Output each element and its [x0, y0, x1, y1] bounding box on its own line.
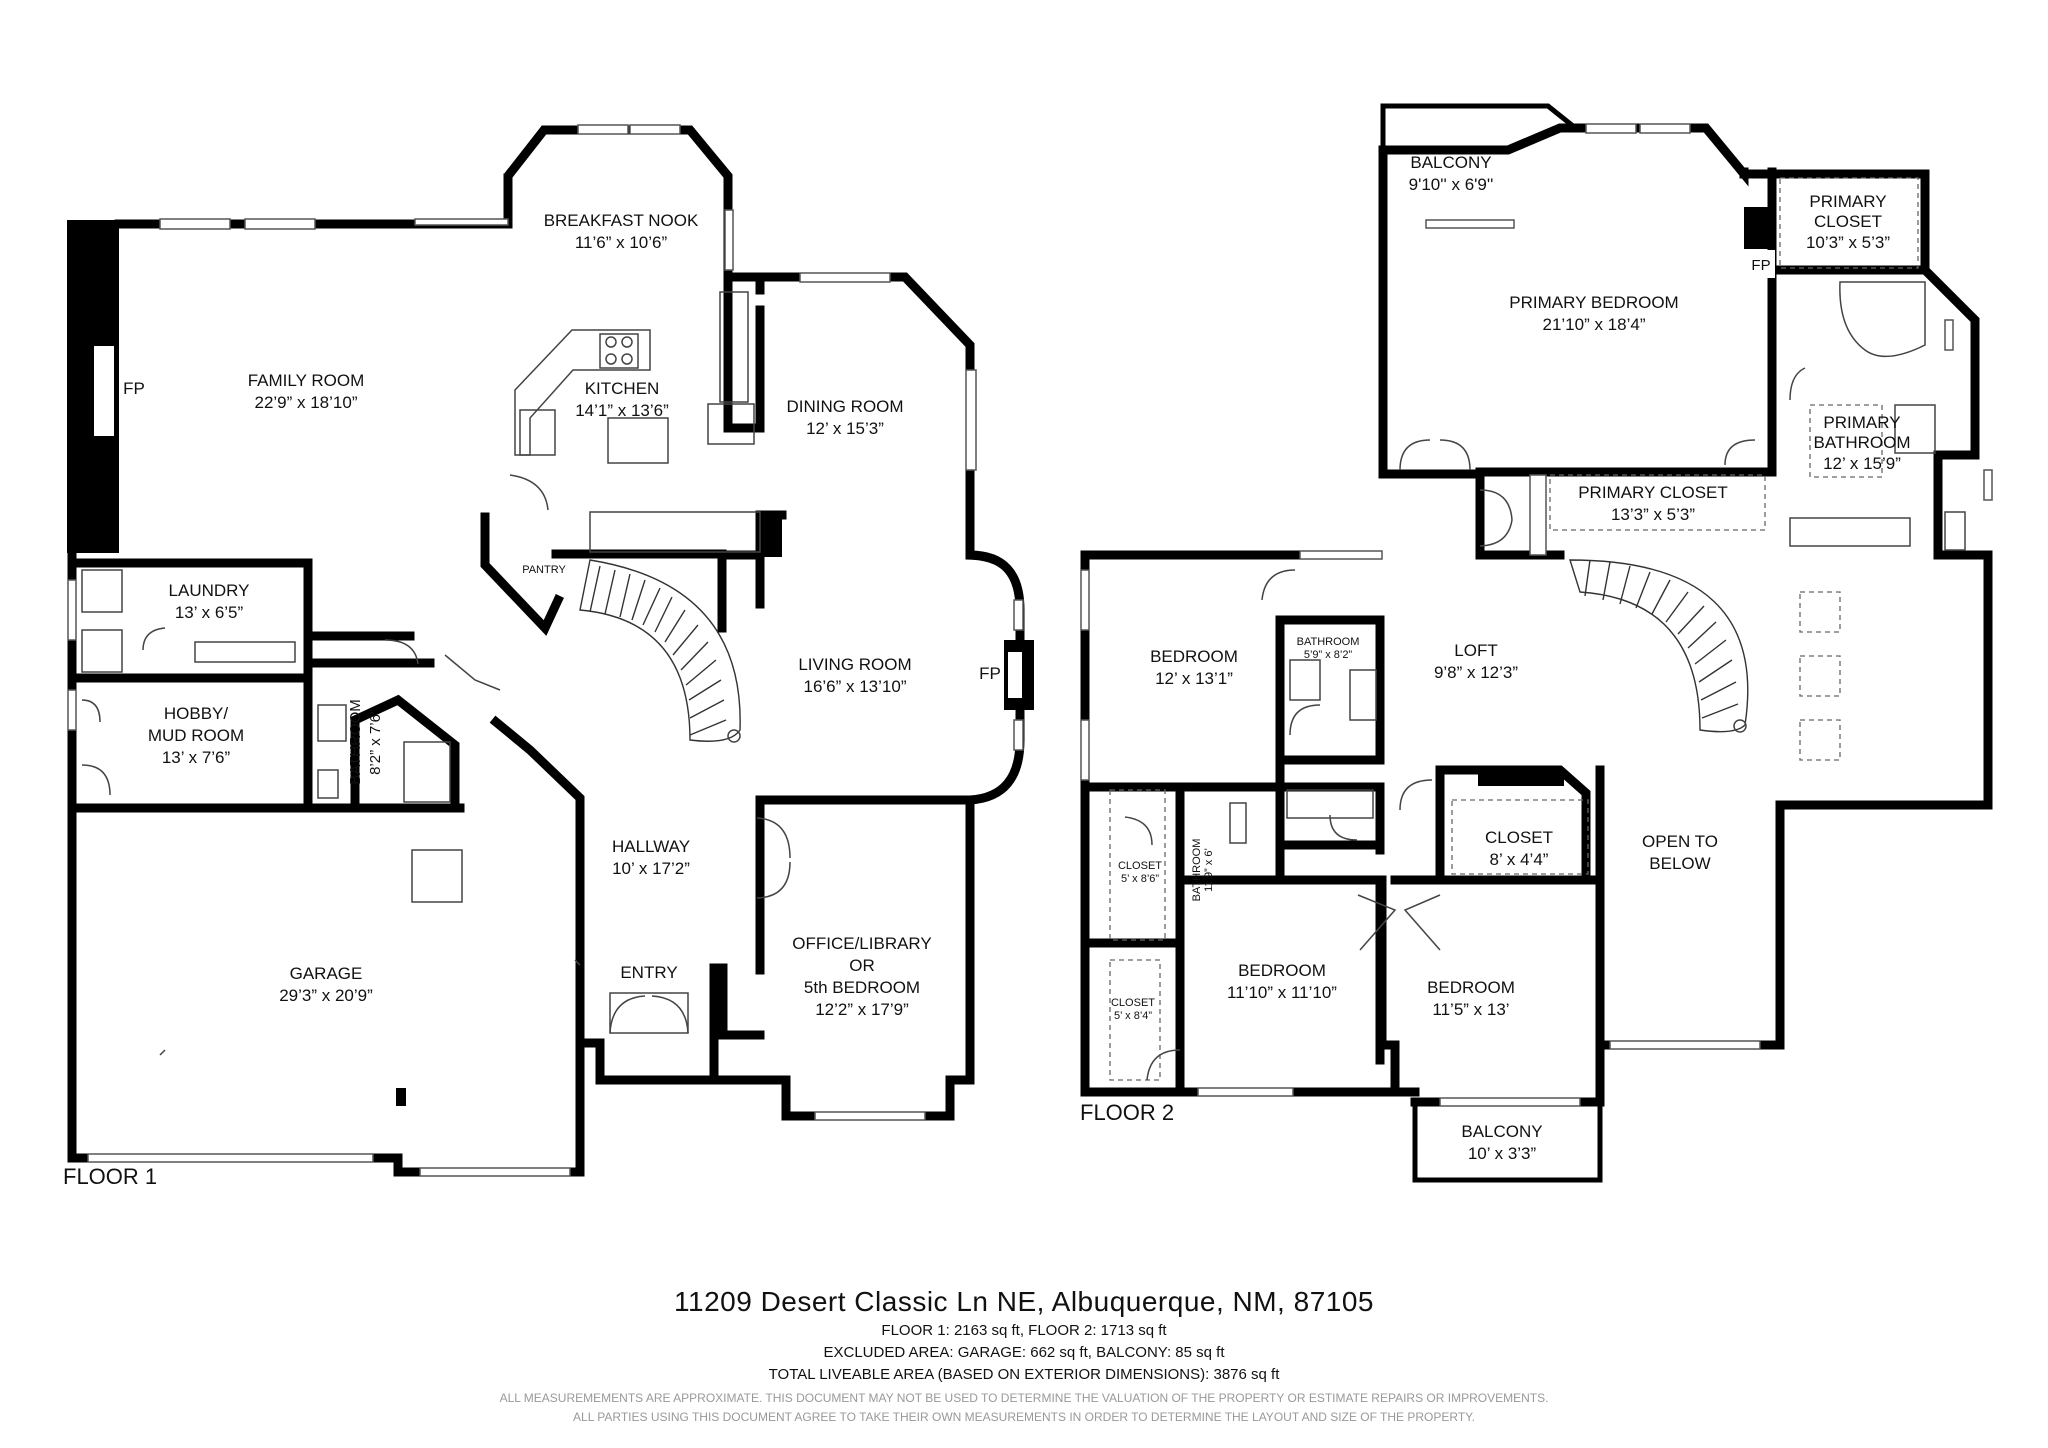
- room-dims: 22’9” x 18’10”: [254, 393, 357, 412]
- room-dims: 5’ x 8’6”: [1121, 873, 1159, 885]
- room-name: HALLWAY: [612, 837, 690, 856]
- room-name: BATHROOM: [347, 699, 364, 785]
- room-dims: 11’9” x 6’: [1203, 848, 1215, 892]
- room-dims: 12’ x 13’1”: [1155, 669, 1233, 688]
- floor-1-plan: [67, 124, 1034, 1177]
- room-name: DINING ROOM: [786, 397, 903, 416]
- room-name: BALCONY: [1410, 153, 1491, 172]
- total-area: TOTAL LIVEABLE AREA (BASED ON EXTERIOR D…: [768, 1366, 1280, 1383]
- excluded-area: EXCLUDED AREA: GARAGE: 662 sq ft, BALCON…: [823, 1344, 1225, 1361]
- room-name: PRIMARY BEDROOM: [1509, 293, 1678, 312]
- room-dims: 11’10” x 11’10”: [1227, 983, 1337, 1002]
- room-dims: 14’1” x 13’6”: [575, 401, 669, 420]
- floor-2-label: FLOOR 2: [1080, 1100, 1174, 1125]
- room-name: GARAGE: [290, 964, 363, 983]
- room-dims: 10’3” x 5’3”: [1806, 233, 1890, 252]
- room-name: ENTRY: [620, 963, 677, 982]
- room-name: BATHROOM: [1814, 433, 1911, 452]
- room-dims: 5’9” x 8’2”: [1304, 649, 1353, 661]
- room-dims: 16’6” x 13’10”: [803, 677, 906, 696]
- room-dims: 13’ x 6’5”: [175, 603, 244, 622]
- room-name: HOBBY/: [164, 704, 229, 723]
- disclaimer-1: ALL MEASUREMEMENTS ARE APPROXIMATE. THIS…: [499, 1391, 1549, 1405]
- room-name: LOFT: [1454, 641, 1497, 660]
- room-dims: 10’ x 17’2”: [612, 859, 690, 878]
- room-name: 5th BEDROOM: [804, 978, 920, 997]
- address: 11209 Desert Classic Ln NE, Albuquerque,…: [674, 1286, 1374, 1317]
- room-dims: 12’2” x 17’9”: [815, 1000, 909, 1019]
- room-name: PANTRY: [522, 564, 566, 576]
- room-name: BALCONY: [1461, 1122, 1542, 1141]
- room-name: BEDROOM: [1150, 647, 1238, 666]
- room-name: LAUNDRY: [169, 581, 250, 600]
- room-dims: 12’ x 15’9”: [1823, 454, 1901, 473]
- room-name: KITCHEN: [585, 379, 660, 398]
- room-dims: 8’2” x 7’6”: [367, 709, 384, 775]
- room-name: OPEN TO: [1642, 832, 1718, 851]
- room-dims: 21’10” x 18’4”: [1542, 315, 1645, 334]
- room-name: CLOSET: [1111, 997, 1155, 1009]
- room-name: BEDROOM: [1427, 978, 1515, 997]
- room-name: PRIMARY: [1823, 413, 1900, 432]
- room-dims: 9'10'' x 6'9'': [1409, 175, 1494, 194]
- fireplace-label: FP: [979, 664, 1001, 683]
- room-name: LIVING ROOM: [798, 655, 911, 674]
- room-dims: 13’ x 7’6”: [162, 748, 231, 767]
- room-dims: 5’ x 8’4”: [1114, 1010, 1152, 1022]
- room-name: MUD ROOM: [148, 726, 244, 745]
- room-dims: 11’6” x 10’6”: [575, 233, 668, 252]
- room-name: CLOSET: [1118, 860, 1162, 872]
- room-name: FAMILY ROOM: [248, 371, 365, 390]
- room-dims: 13’3” x 5’3”: [1611, 505, 1695, 524]
- room-name: OR: [849, 956, 875, 975]
- room-name: PRIMARY CLOSET: [1578, 483, 1728, 502]
- floor-1-labels: BREAKFAST NOOK 11’6” x 10’6” FAMILY ROOM…: [63, 211, 1001, 1189]
- room-dims: 12’ x 15’3”: [806, 419, 884, 438]
- room-dims: 11’5” x 13’: [1432, 1000, 1509, 1019]
- floor-areas: FLOOR 1: 2163 sq ft, FLOOR 2: 1713 sq ft: [881, 1322, 1167, 1339]
- disclaimer-2: ALL PARTIES USING THIS DOCUMENT AGREE TO…: [573, 1410, 1475, 1424]
- room-name: BEDROOM: [1238, 961, 1326, 980]
- fireplace-label: FP: [123, 379, 145, 398]
- floor-2-plan: [1080, 103, 1993, 1183]
- room-name: BATHROOM: [1297, 636, 1360, 648]
- room-name: PRIMARY: [1809, 192, 1886, 211]
- room-name: OFFICE/LIBRARY: [792, 934, 932, 953]
- room-name: BELOW: [1649, 854, 1710, 873]
- room-dims: 10’ x 3’3”: [1468, 1144, 1537, 1163]
- floor-2-labels: BALCONY 9'10'' x 6'9'' PRIMARY CLOSET 10…: [1080, 153, 1910, 1163]
- room-name: CLOSET: [1485, 828, 1553, 847]
- room-name: BREAKFAST NOOK: [544, 211, 699, 230]
- fireplace-label: FP: [1751, 257, 1770, 274]
- room-dims: 9’8” x 12’3”: [1434, 663, 1518, 682]
- room-name: CLOSET: [1814, 212, 1882, 231]
- floor-1-label: FLOOR 1: [63, 1164, 157, 1189]
- room-name: BATHROOM: [1191, 839, 1203, 902]
- room-dims: 8’ x 4’4”: [1490, 850, 1549, 869]
- room-dims: 29’3” x 20’9”: [279, 986, 373, 1005]
